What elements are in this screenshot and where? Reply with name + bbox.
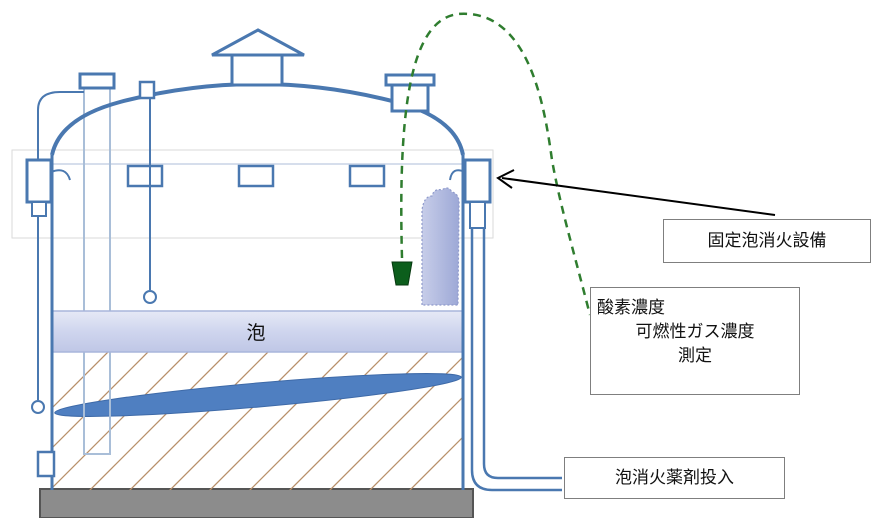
left-pipe (37, 91, 84, 400)
foam-layer (51, 310, 464, 353)
gauge-pole (83, 85, 111, 455)
fixed-foam-arrowhead (496, 169, 515, 189)
flammable-gas-text: 可燃性ガス濃度 (635, 322, 755, 342)
measurement-text: 測定 (678, 346, 712, 366)
gauge-pole-cap (78, 72, 116, 90)
foam-chamber-left (25, 158, 53, 204)
foam-agent-input-text: 泡消火薬剤投入 (615, 468, 734, 488)
foam-chamber-right (463, 158, 492, 204)
foam-chamber-right-hook (449, 169, 466, 181)
foam-agent-pipe-inner (482, 228, 562, 480)
left-bottom-box (36, 450, 56, 478)
floating-object (54, 373, 462, 417)
foam-agent-pipe-outer (470, 228, 562, 492)
tank-base (39, 488, 474, 519)
fixed-foam-system-label: 固定泡消火設備 (663, 219, 871, 263)
gas-measurement-label: 酸素濃度 可燃性ガス濃度 測定 (590, 287, 800, 395)
fixed-foam-system-text: 固定泡消火設備 (707, 231, 827, 251)
vent-window-3 (348, 164, 386, 188)
fixed-foam-arrow (501, 177, 776, 216)
level-ball (143, 290, 157, 304)
roof-vent (230, 53, 284, 87)
vent-window-1 (126, 164, 164, 188)
roof-vent-cap (211, 28, 305, 57)
glove-shape (421, 187, 460, 306)
left-ball (31, 400, 45, 414)
foam-chamber-left-neck (31, 201, 47, 217)
liquid-hatch (52, 352, 463, 490)
roof-small-nozzle (138, 80, 156, 100)
foam-chamber-left-hook (50, 169, 71, 181)
oxygen-concentration-text: 酸素濃度 (597, 298, 665, 318)
sensor-probe (391, 261, 413, 286)
foam-chamber-right-neck (469, 201, 486, 229)
vent-window-2 (237, 164, 275, 188)
foam-label: 泡 (246, 322, 266, 344)
foam-agent-input-label: 泡消火薬剤投入 (564, 457, 785, 499)
upper-frame (11, 149, 494, 239)
